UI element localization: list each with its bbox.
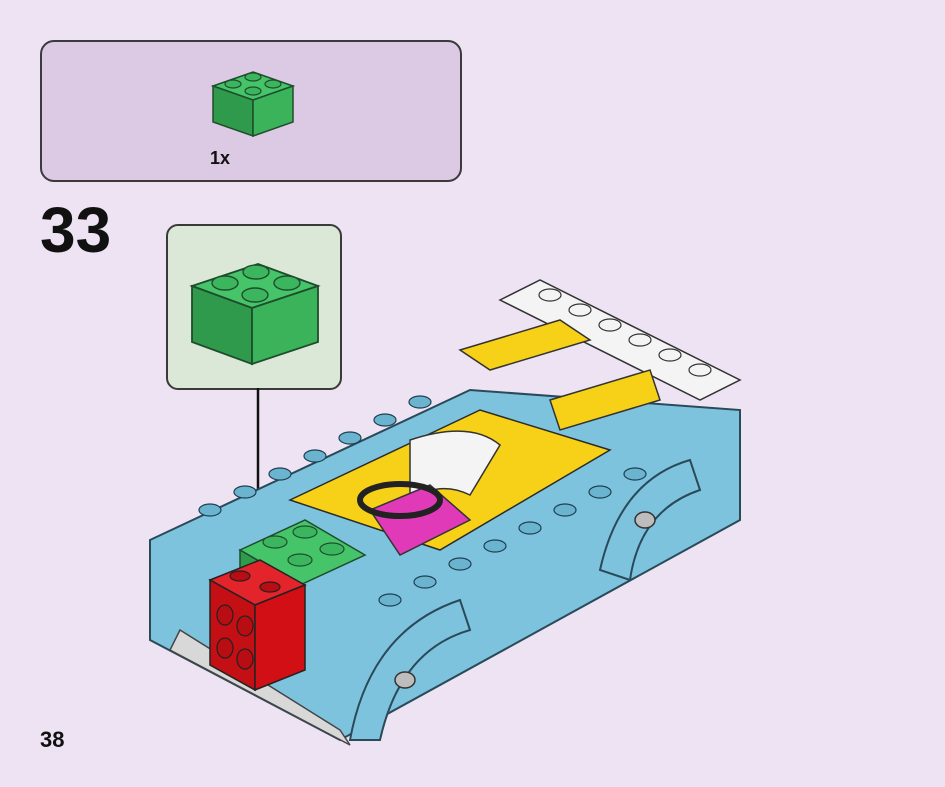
step-number: 33	[40, 194, 112, 266]
brick-2x2-green-icon	[210, 71, 296, 138]
brick-2x2-green-icon	[189, 263, 321, 366]
part-quantity: 1x	[210, 148, 231, 168]
car-build-model-icon	[149, 279, 742, 746]
callout-box	[166, 224, 342, 390]
parts-list-panel: 1x	[40, 40, 462, 182]
page-number: 38	[40, 727, 65, 752]
